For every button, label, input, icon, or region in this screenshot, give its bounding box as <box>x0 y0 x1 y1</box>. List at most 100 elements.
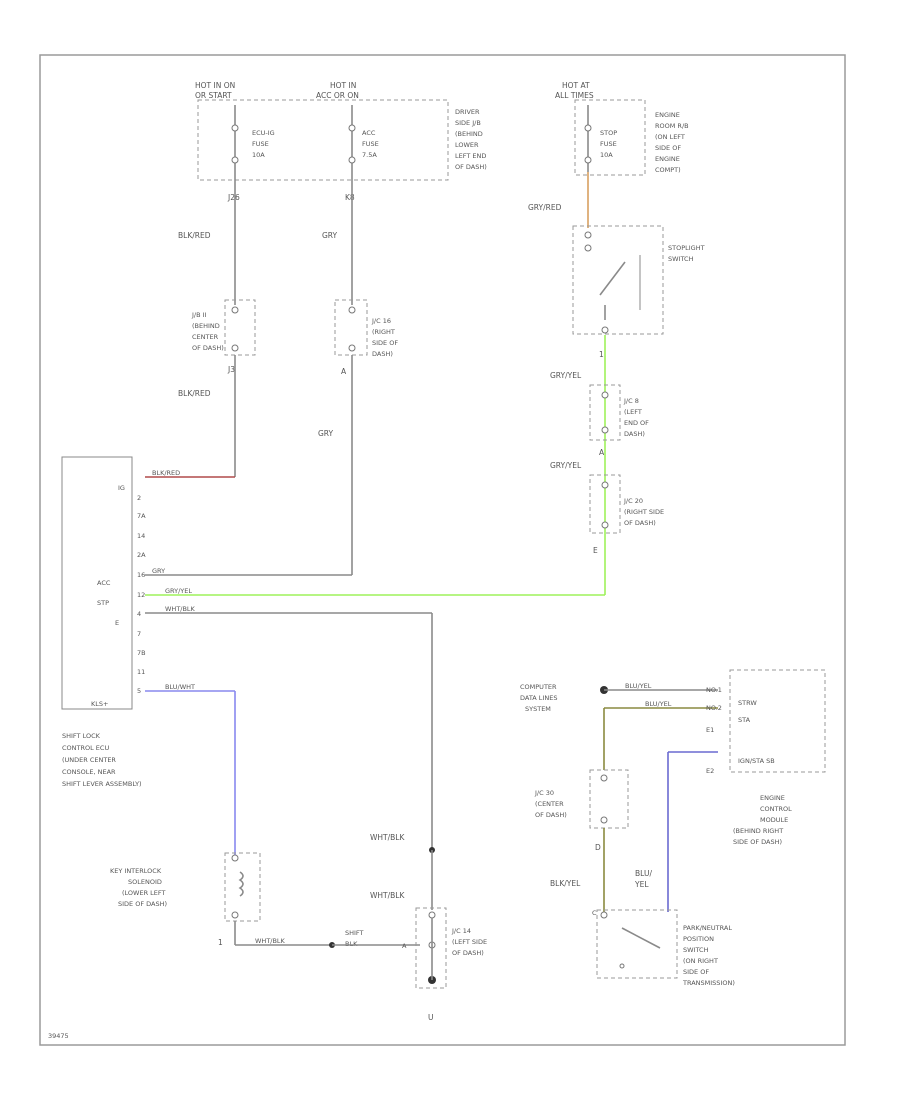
ecm-line-4: (BEHIND RIGHT <box>733 827 783 835</box>
engine-room-rb: HOT AT ALL TIMES STOP FUSE 10A ENGINE RO… <box>555 81 689 176</box>
pin-j3: J3 <box>227 365 235 374</box>
source-hot-at: HOT AT <box>562 81 590 90</box>
wire-label-blk-red-1: BLK/RED <box>178 231 211 240</box>
pnp-line-5: SIDE OF <box>683 968 709 976</box>
pin-e-jc20: E <box>593 546 598 555</box>
ecm-line-2: CONTROL <box>760 805 792 813</box>
ecm-block: NO.1 NO.2 E1 E2 STRW STA IGN/STA SB ENGI… <box>706 669 826 846</box>
wire-label-blu-yel-2: BLU/YEL <box>645 700 672 708</box>
jc8-line-4: DASH) <box>624 430 645 438</box>
wire-label-blk-red-3: BLK/RED <box>152 469 180 477</box>
rb-location-line-2: ROOM R/B <box>655 122 689 130</box>
jb-ii-line-3: CENTER <box>192 333 219 341</box>
ecu-pin-e: E <box>115 619 119 627</box>
fuse-stop-type: FUSE <box>600 140 617 148</box>
ecu-pin-14: 14 <box>137 532 145 540</box>
fuse-ecu-ig-rating: 10A <box>252 151 265 159</box>
ecu-pin-11: 11 <box>137 668 145 676</box>
jb-location-line-5: LEFT END <box>455 152 486 160</box>
jb-ii-line-1: J/B II <box>191 311 207 319</box>
ecu-pin-acc: ACC <box>97 579 111 587</box>
jb-location-line-6: OF DASH) <box>455 163 487 171</box>
diagram-id: 39475 <box>48 1032 69 1040</box>
ecu-pin-stp: STP <box>97 599 109 607</box>
ecu-pin-kls: KLS+ <box>91 700 108 708</box>
source-hot-acc: HOT IN <box>330 81 356 90</box>
computer-line-2: DATA LINES <box>520 694 557 702</box>
jc14-line-3: OF DASH) <box>452 949 484 957</box>
source-hot-acc-2: ACC OR ON <box>316 91 359 100</box>
pin-d: D <box>595 843 601 852</box>
ecm-line-3: MODULE <box>760 816 788 824</box>
jc8-line-3: END OF <box>624 419 649 427</box>
jc16-line-1: J/C 16 <box>371 317 391 325</box>
source-hot-on-2: OR START <box>195 91 232 100</box>
pin-a-jc8: A <box>599 448 605 457</box>
ecu-pin-7: 7 <box>137 630 141 638</box>
pnp-line-2: POSITION <box>683 935 714 943</box>
pnp-line-6: TRANSMISSION) <box>682 979 735 987</box>
jc20-line-1: J/C 20 <box>623 497 643 505</box>
jb-location-line-1: DRIVER <box>455 108 480 116</box>
fuse-acc-rating: 7.5A <box>362 151 377 159</box>
pnp-line-4: (ON RIGHT <box>683 957 718 965</box>
jb-location-line-2: SIDE J/B <box>455 119 481 127</box>
jc16-connector: J/C 16 (RIGHT SIDE OF DASH) <box>334 299 398 358</box>
fuse-stop-rating: 10A <box>600 151 613 159</box>
jc30-line-3: OF DASH) <box>535 811 567 819</box>
pnp-line-3: SWITCH <box>683 946 709 954</box>
wire-label-blk-red-2: BLK/RED <box>178 389 211 398</box>
wire-label-blu: BLU/ <box>635 869 652 878</box>
ecu-name-line-2: CONTROL ECU <box>62 744 109 752</box>
wire-label-yel: YEL <box>634 880 649 889</box>
jb-ii-line-4: OF DASH) <box>192 344 224 352</box>
wire-label-gry-1: GRY <box>322 231 338 240</box>
jc8-connector: J/C 8 (LEFT END OF DASH) <box>589 384 649 441</box>
pin-u: U <box>428 1013 434 1022</box>
jc16-line-4: DASH) <box>372 350 393 358</box>
jc14-line-1: J/C 14 <box>451 927 471 935</box>
pnp-line-1: PARK/NEUTRAL <box>683 924 732 932</box>
jc16-line-2: (RIGHT <box>372 328 395 336</box>
ecu-pin-7b: 7B <box>137 649 146 657</box>
jc20-line-2: (RIGHT SIDE <box>624 508 664 516</box>
jc14-line-2: (LEFT SIDE <box>452 938 487 946</box>
fuse-acc-type: FUSE <box>362 140 379 148</box>
pin-1-key: 1 <box>218 938 223 947</box>
source-hot-at-2: ALL TIMES <box>555 91 594 100</box>
jc14-connector: J/C 14 (LEFT SIDE OF DASH) A <box>402 907 487 989</box>
computer-data-lines: COMPUTER DATA LINES SYSTEM <box>520 683 608 713</box>
wire-label-blk-yel: BLK/YEL <box>550 879 581 888</box>
pin-1-stop: 1 <box>599 350 604 359</box>
pin-c-pnp: C <box>592 909 597 917</box>
jc8-line-1: J/C 8 <box>623 397 639 405</box>
stoplight-switch: STOPLIGHT SWITCH <box>572 225 705 335</box>
ecm-pin-strw: STRW <box>738 699 757 707</box>
ecu-pin-2: 2 <box>137 494 141 502</box>
fuse-ecu-ig-type: FUSE <box>252 140 269 148</box>
park-neutral-switch: C PARK/NEUTRAL POSITION SWITCH (ON RIGHT… <box>592 909 735 987</box>
pin-k8: K8 <box>345 193 355 202</box>
rb-location-line-4: SIDE OF <box>655 144 681 152</box>
rb-location-line-6: COMPT) <box>655 166 681 174</box>
wire-label-gry-2: GRY <box>318 429 334 438</box>
jc30-line-1: J/C 30 <box>534 789 554 797</box>
rb-location-line-1: ENGINE <box>655 111 680 119</box>
wire-label-gry-yel-1: GRY/YEL <box>550 371 582 380</box>
rb-location-line-3: (ON LEFT <box>655 133 685 141</box>
jb-ii-line-2: (BEHIND <box>192 322 220 330</box>
fuse-ecu-ig-name: ECU-IG <box>252 129 275 137</box>
ecm-pin-e1: E1 <box>706 726 714 734</box>
key-interlock-line-2: SOLENOID <box>128 878 162 886</box>
diagram-frame <box>39 54 846 1046</box>
pin-j26: J26 <box>227 193 240 202</box>
computer-line-1: COMPUTER <box>520 683 557 691</box>
fuse-acc-name: ACC <box>362 129 376 137</box>
computer-line-3: SYSTEM <box>525 705 551 713</box>
ecm-line-1: ENGINE <box>760 794 785 802</box>
jb-ii-connector: J/B II (BEHIND CENTER OF DASH) <box>191 299 256 356</box>
key-interlock-line-4: SIDE OF DASH) <box>118 900 167 908</box>
wire-label-blu-whit: BLU/WHT <box>165 683 195 691</box>
jc30-connector: J/C 30 (CENTER OF DASH) <box>534 769 629 829</box>
